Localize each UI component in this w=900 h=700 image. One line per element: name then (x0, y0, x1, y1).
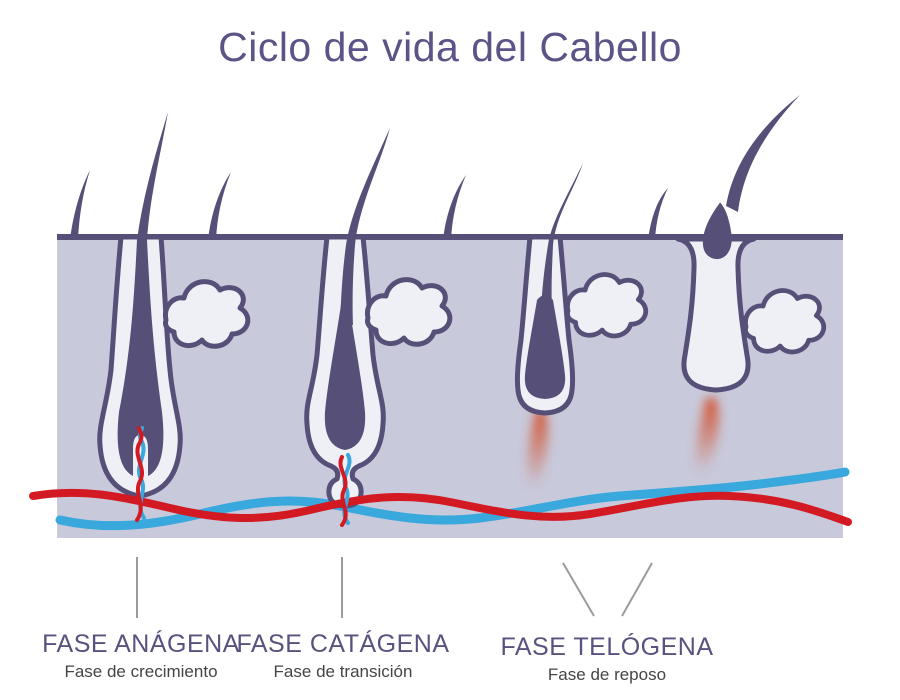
papilla-artery-icon (338, 455, 348, 527)
late-telogen-follicle (675, 95, 824, 475)
early-telogen-follicle (514, 163, 645, 489)
leader-line (562, 562, 595, 617)
small-hair-icon (648, 188, 668, 240)
small-hair-icon (443, 175, 466, 240)
phase-title: FASE ANÁGENA (42, 630, 240, 658)
club-hair-bulb (524, 295, 566, 399)
hair-shaft (117, 112, 168, 476)
phase-label-anagen: FASE ANÁGENA Fase de crecimiento (42, 630, 240, 682)
phase-title: FASE CATÁGENA (236, 630, 450, 658)
catagen-follicle (304, 128, 450, 509)
phase-subtitle: Fase de crecimiento (64, 662, 218, 681)
follicle-sheath (675, 236, 757, 393)
page-title: Ciclo de vida del Cabello (218, 24, 682, 70)
hair-shaft (726, 95, 800, 212)
club-hair-icon (702, 202, 732, 260)
leader-lines (136, 557, 653, 618)
phase-label-catagen: FASE CATÁGENA Fase de transición (236, 630, 449, 682)
small-hairs (70, 170, 668, 240)
anagen-follicle (97, 112, 248, 499)
hair-shaft (340, 128, 390, 325)
small-hair-icon (208, 172, 231, 240)
hair-bulb (324, 301, 366, 450)
phase-title: FASE TELÓGENA (500, 633, 714, 661)
regression-streak (695, 398, 719, 475)
phase-subtitle: Fase de reposo (547, 665, 667, 684)
hair-shaft (541, 163, 583, 312)
papilla-vessel-twists (135, 426, 352, 527)
artery-wave (29, 488, 852, 526)
small-hair-icon (70, 170, 90, 240)
phase-subtitle: Fase de transición (273, 662, 413, 681)
leader-line (621, 562, 653, 617)
phase-label-telogen: FASE TELÓGENA Fase de reposo (500, 633, 713, 685)
papilla-artery-icon (135, 426, 144, 522)
regression-streak (527, 410, 548, 489)
